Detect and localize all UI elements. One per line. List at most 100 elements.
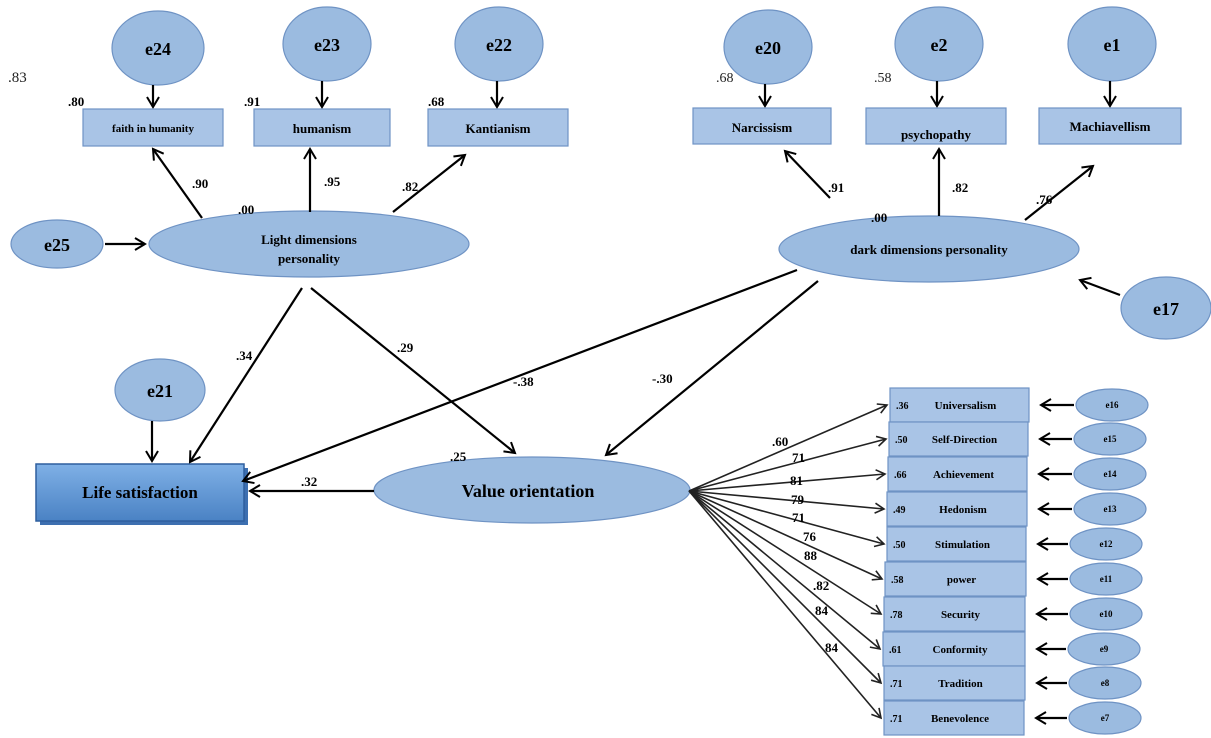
error-e1 <box>1067 6 1157 82</box>
value-loading: 76 <box>803 529 817 544</box>
loading-arrow <box>688 490 883 685</box>
dark-indicator-narcissism: e20 .68 Narcissism <box>692 9 832 145</box>
value-error-label: e13 <box>1104 504 1117 514</box>
loading-arrow <box>688 490 886 548</box>
light-latent-line2: personality <box>278 251 341 266</box>
faith-label: faith in humanity <box>112 123 194 135</box>
value-loading: 79 <box>791 492 805 507</box>
error-e1-label: e1 <box>1104 35 1121 55</box>
dark-latent-label: dark dimensions personality <box>850 242 1008 257</box>
machiavellism-label: Machiavellism <box>1070 119 1151 134</box>
loading-arrow <box>688 490 882 651</box>
value-box <box>882 631 1026 667</box>
value-r2: .61 <box>889 645 902 656</box>
error-e2 <box>894 6 984 82</box>
psychopathy-loading: .82 <box>952 180 968 195</box>
dark-indicator-machiavellism: e1 Machiavellism <box>1038 6 1182 145</box>
kantianism-r2: .68 <box>428 94 445 109</box>
value-error <box>1073 422 1147 456</box>
loading-arrow <box>688 469 887 492</box>
error-e25-label: e25 <box>44 235 70 255</box>
value-indicators: .36 Universalism e16 .60 .50 Self-Direction e1… <box>688 387 1149 736</box>
value-error-label: e7 <box>1101 713 1110 723</box>
value-box <box>883 665 1026 701</box>
narcissism-label: Narcissism <box>732 120 793 135</box>
loading-arrow <box>688 490 883 615</box>
value-label: Self-Direction <box>932 434 997 446</box>
value-r2: .36 <box>896 401 909 412</box>
loading-arrow <box>688 403 889 492</box>
error-e23-label: e23 <box>314 35 340 55</box>
value-box <box>886 526 1027 562</box>
loading-arrow <box>688 435 888 492</box>
value-label: Benevolence <box>931 713 989 725</box>
error-e2-label: e2 <box>931 35 948 55</box>
machiavellism-box <box>1038 107 1182 145</box>
value-label: Security <box>941 609 981 621</box>
value-error <box>1069 562 1143 596</box>
value-error-label: e11 <box>1100 574 1113 584</box>
humanism-loading: .95 <box>324 174 341 189</box>
error-e20 <box>723 9 813 85</box>
machiavellism-loading: .76 <box>1036 192 1053 207</box>
psychopathy-label: psychopathy <box>901 127 972 142</box>
kantianism-label: Kantianism <box>465 121 530 136</box>
value-loading: 84 <box>815 603 829 618</box>
value-r2: .50 <box>895 435 908 446</box>
value-error-label: e14 <box>1104 469 1117 479</box>
value-error-label: e9 <box>1100 644 1109 654</box>
faith-loading: .90 <box>192 176 208 191</box>
humanism-r2: .91 <box>244 94 260 109</box>
psychopathy-r2: .58 <box>874 71 892 86</box>
value-loading: .60 <box>772 434 788 449</box>
error-e22-label: e22 <box>486 35 512 55</box>
error-e21 <box>114 358 206 422</box>
value-error <box>1073 457 1147 491</box>
kantianism-box <box>427 108 569 147</box>
path-light-life: .34 <box>236 348 253 363</box>
value-box <box>883 700 1025 736</box>
kantianism-loading: .82 <box>402 179 418 194</box>
loading-arrow <box>688 490 886 514</box>
value-box <box>886 491 1028 527</box>
value-label: Universalism <box>935 400 997 412</box>
value-box <box>884 561 1027 597</box>
value-box <box>889 387 1030 423</box>
value-error-label: e16 <box>1106 400 1119 410</box>
value-label: Tradition <box>938 678 982 690</box>
value-r2: .49 <box>893 505 906 516</box>
value-error-label: e10 <box>1100 609 1113 619</box>
dark-latent <box>778 215 1080 283</box>
value-box <box>887 456 1028 492</box>
path-value-life: .32 <box>301 474 317 489</box>
value-loading: 84 <box>825 640 839 655</box>
light-indicator-humanism: e23 .91 humanism <box>244 6 391 147</box>
narcissism-box <box>692 107 832 145</box>
value-loading: .82 <box>813 578 829 593</box>
value-error-label: e12 <box>1100 539 1113 549</box>
value-error <box>1073 492 1147 526</box>
value-box <box>883 596 1026 632</box>
error-e23 <box>282 6 372 82</box>
value-label: Stimulation <box>935 539 990 551</box>
faith-in-humanity-box <box>82 108 224 147</box>
value-error <box>1068 701 1142 735</box>
error-e17 <box>1120 276 1211 340</box>
value-error-label: e15 <box>1104 434 1117 444</box>
humanism-label: humanism <box>293 121 352 136</box>
dark-indicator-psychopathy: e2 .58 psychopathy <box>865 6 1007 145</box>
value-error <box>1067 632 1141 666</box>
path-light-value: .29 <box>397 340 414 355</box>
psychopathy-box <box>865 107 1007 145</box>
value-orientation-label: Value orientation <box>462 481 595 501</box>
light-latent-line1: Light dimensions <box>261 232 357 247</box>
loading-arrow <box>688 490 883 720</box>
